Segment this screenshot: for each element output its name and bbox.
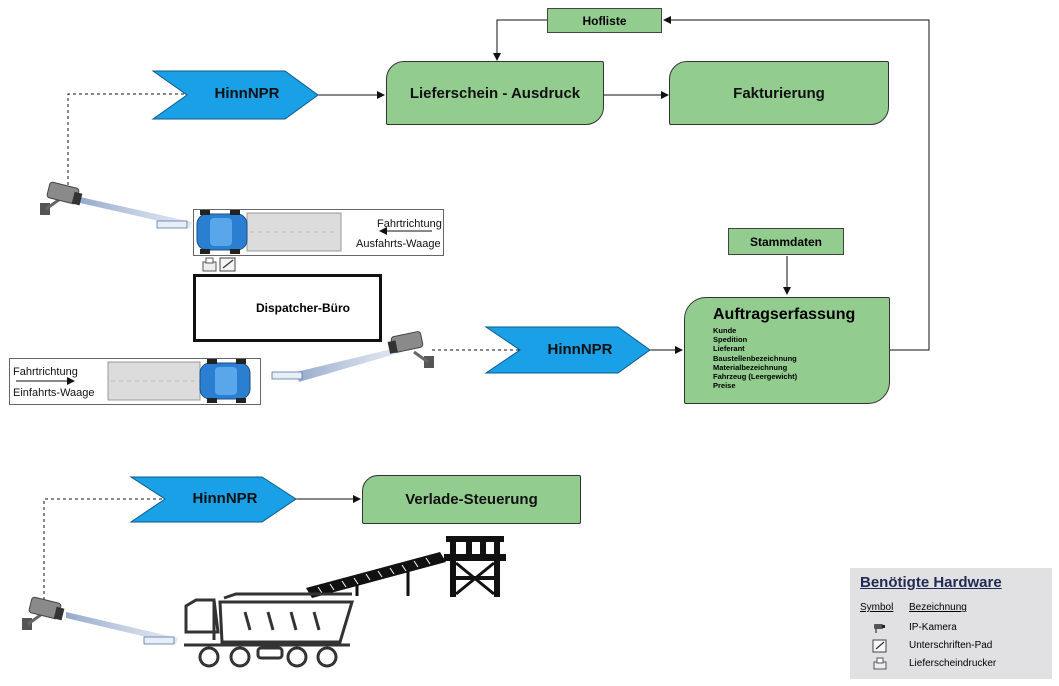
dump-truck-icon (184, 592, 355, 668)
lieferschein-label: Lieferschein - Ausdruck (409, 84, 581, 102)
vehicle-entry-icon (107, 359, 251, 403)
einfahrts-waage-box (9, 358, 261, 405)
hinnnpr-top-chevron (151, 70, 319, 120)
camera-icon (387, 331, 434, 368)
auftragserfassung-list: Kunde Spedition Lieferant Baustellenbeze… (713, 326, 797, 390)
vehicle-exit-icon (196, 210, 342, 254)
dispatcher-label: Dispatcher-Büro (256, 301, 351, 315)
legend-row: IP-Kamera (850, 620, 1052, 638)
einfahrt-direction-label: Fahrtrichtung (13, 366, 78, 378)
list-item: Materialbezeichnung (713, 362, 788, 372)
arrow-auftrag-to-hofliste (663, 16, 930, 351)
legend-row: Unterschriften-Pad (850, 638, 1052, 656)
dashed-camera-top (67, 93, 200, 185)
hinnnpr-top-label: HinnNPR (214, 85, 280, 102)
license-plate-icon (271, 371, 303, 380)
legend-col-name: Bezeichnung (909, 602, 967, 613)
hinnnpr-mid-label: HinnNPR (547, 341, 613, 358)
list-item: Preise (713, 381, 736, 391)
lieferschein-box: Lieferschein - Ausdruck (386, 61, 604, 125)
camera-icon (874, 624, 885, 633)
hinnnpr-bottom-label: HinnNPR (192, 490, 258, 507)
legend-label: IP-Kamera (909, 622, 957, 633)
camera-beam-top (80, 197, 192, 228)
legend-label: Unterschriften-Pad (909, 640, 993, 651)
hofliste-box: Hofliste (547, 8, 662, 33)
hofliste-label: Hofliste (582, 13, 627, 28)
ausfahrt-scale-label: Ausfahrts-Waage (356, 238, 441, 250)
hardware-legend: Benötigte Hardware Symbol Bezeichnung IP… (850, 568, 1052, 679)
dispatcher-buero-box: Dispatcher-Büro (193, 274, 382, 342)
stammdaten-label: Stammdaten (749, 234, 823, 249)
license-plate-icon (156, 220, 188, 229)
list-item: Baustellenbezeichnung (713, 353, 797, 363)
stammdaten-box: Stammdaten (728, 228, 844, 255)
ausfahrt-direction-label: Fahrtrichtung (377, 218, 442, 230)
arrow-hofliste-to-lieferschein (493, 19, 547, 61)
signature-pad-icon (219, 257, 236, 272)
license-plate-icon (143, 636, 175, 645)
verlade-steuerung-label: Verlade-Steuerung (405, 491, 538, 508)
list-item: Lieferant (713, 344, 745, 354)
auftragserfassung-box: Auftragserfassung Kunde Spedition Liefer… (684, 297, 890, 404)
legend-title: Benötigte Hardware (860, 574, 1002, 591)
einfahrt-scale-label: Einfahrts-Waage (13, 387, 95, 399)
fakturierung-box: Fakturierung (669, 61, 889, 125)
camera-icon (22, 596, 65, 630)
ausfahrts-waage-box (193, 209, 444, 256)
loading-tower-icon (444, 536, 506, 597)
printer-icon (873, 657, 887, 670)
legend-col-symbol: Symbol (860, 602, 894, 613)
camera-icon (40, 181, 83, 215)
auftragserfassung-title: Auftragserfassung (713, 306, 856, 323)
hinnnpr-mid-chevron (484, 326, 651, 374)
fakturierung-label: Fakturierung (733, 84, 825, 102)
list-item: Kunde (713, 326, 737, 335)
list-item: Spedition (713, 335, 748, 345)
camera-beam-mid (296, 347, 402, 382)
hinnnpr-bottom-chevron (129, 476, 297, 523)
legend-row: Lieferscheindrucker (850, 656, 1052, 674)
printer-icon (202, 257, 217, 272)
dashed-camera-bottom (43, 498, 200, 600)
legend-label: Lieferscheindrucker (909, 658, 997, 669)
signature-pad-icon (872, 639, 887, 653)
list-item: Fahrzeug (Leergewicht) (713, 372, 798, 382)
camera-beam-bottom (66, 612, 178, 644)
verlade-steuerung-box: Verlade-Steuerung (362, 475, 581, 524)
conveyor-belt-icon (306, 552, 446, 598)
